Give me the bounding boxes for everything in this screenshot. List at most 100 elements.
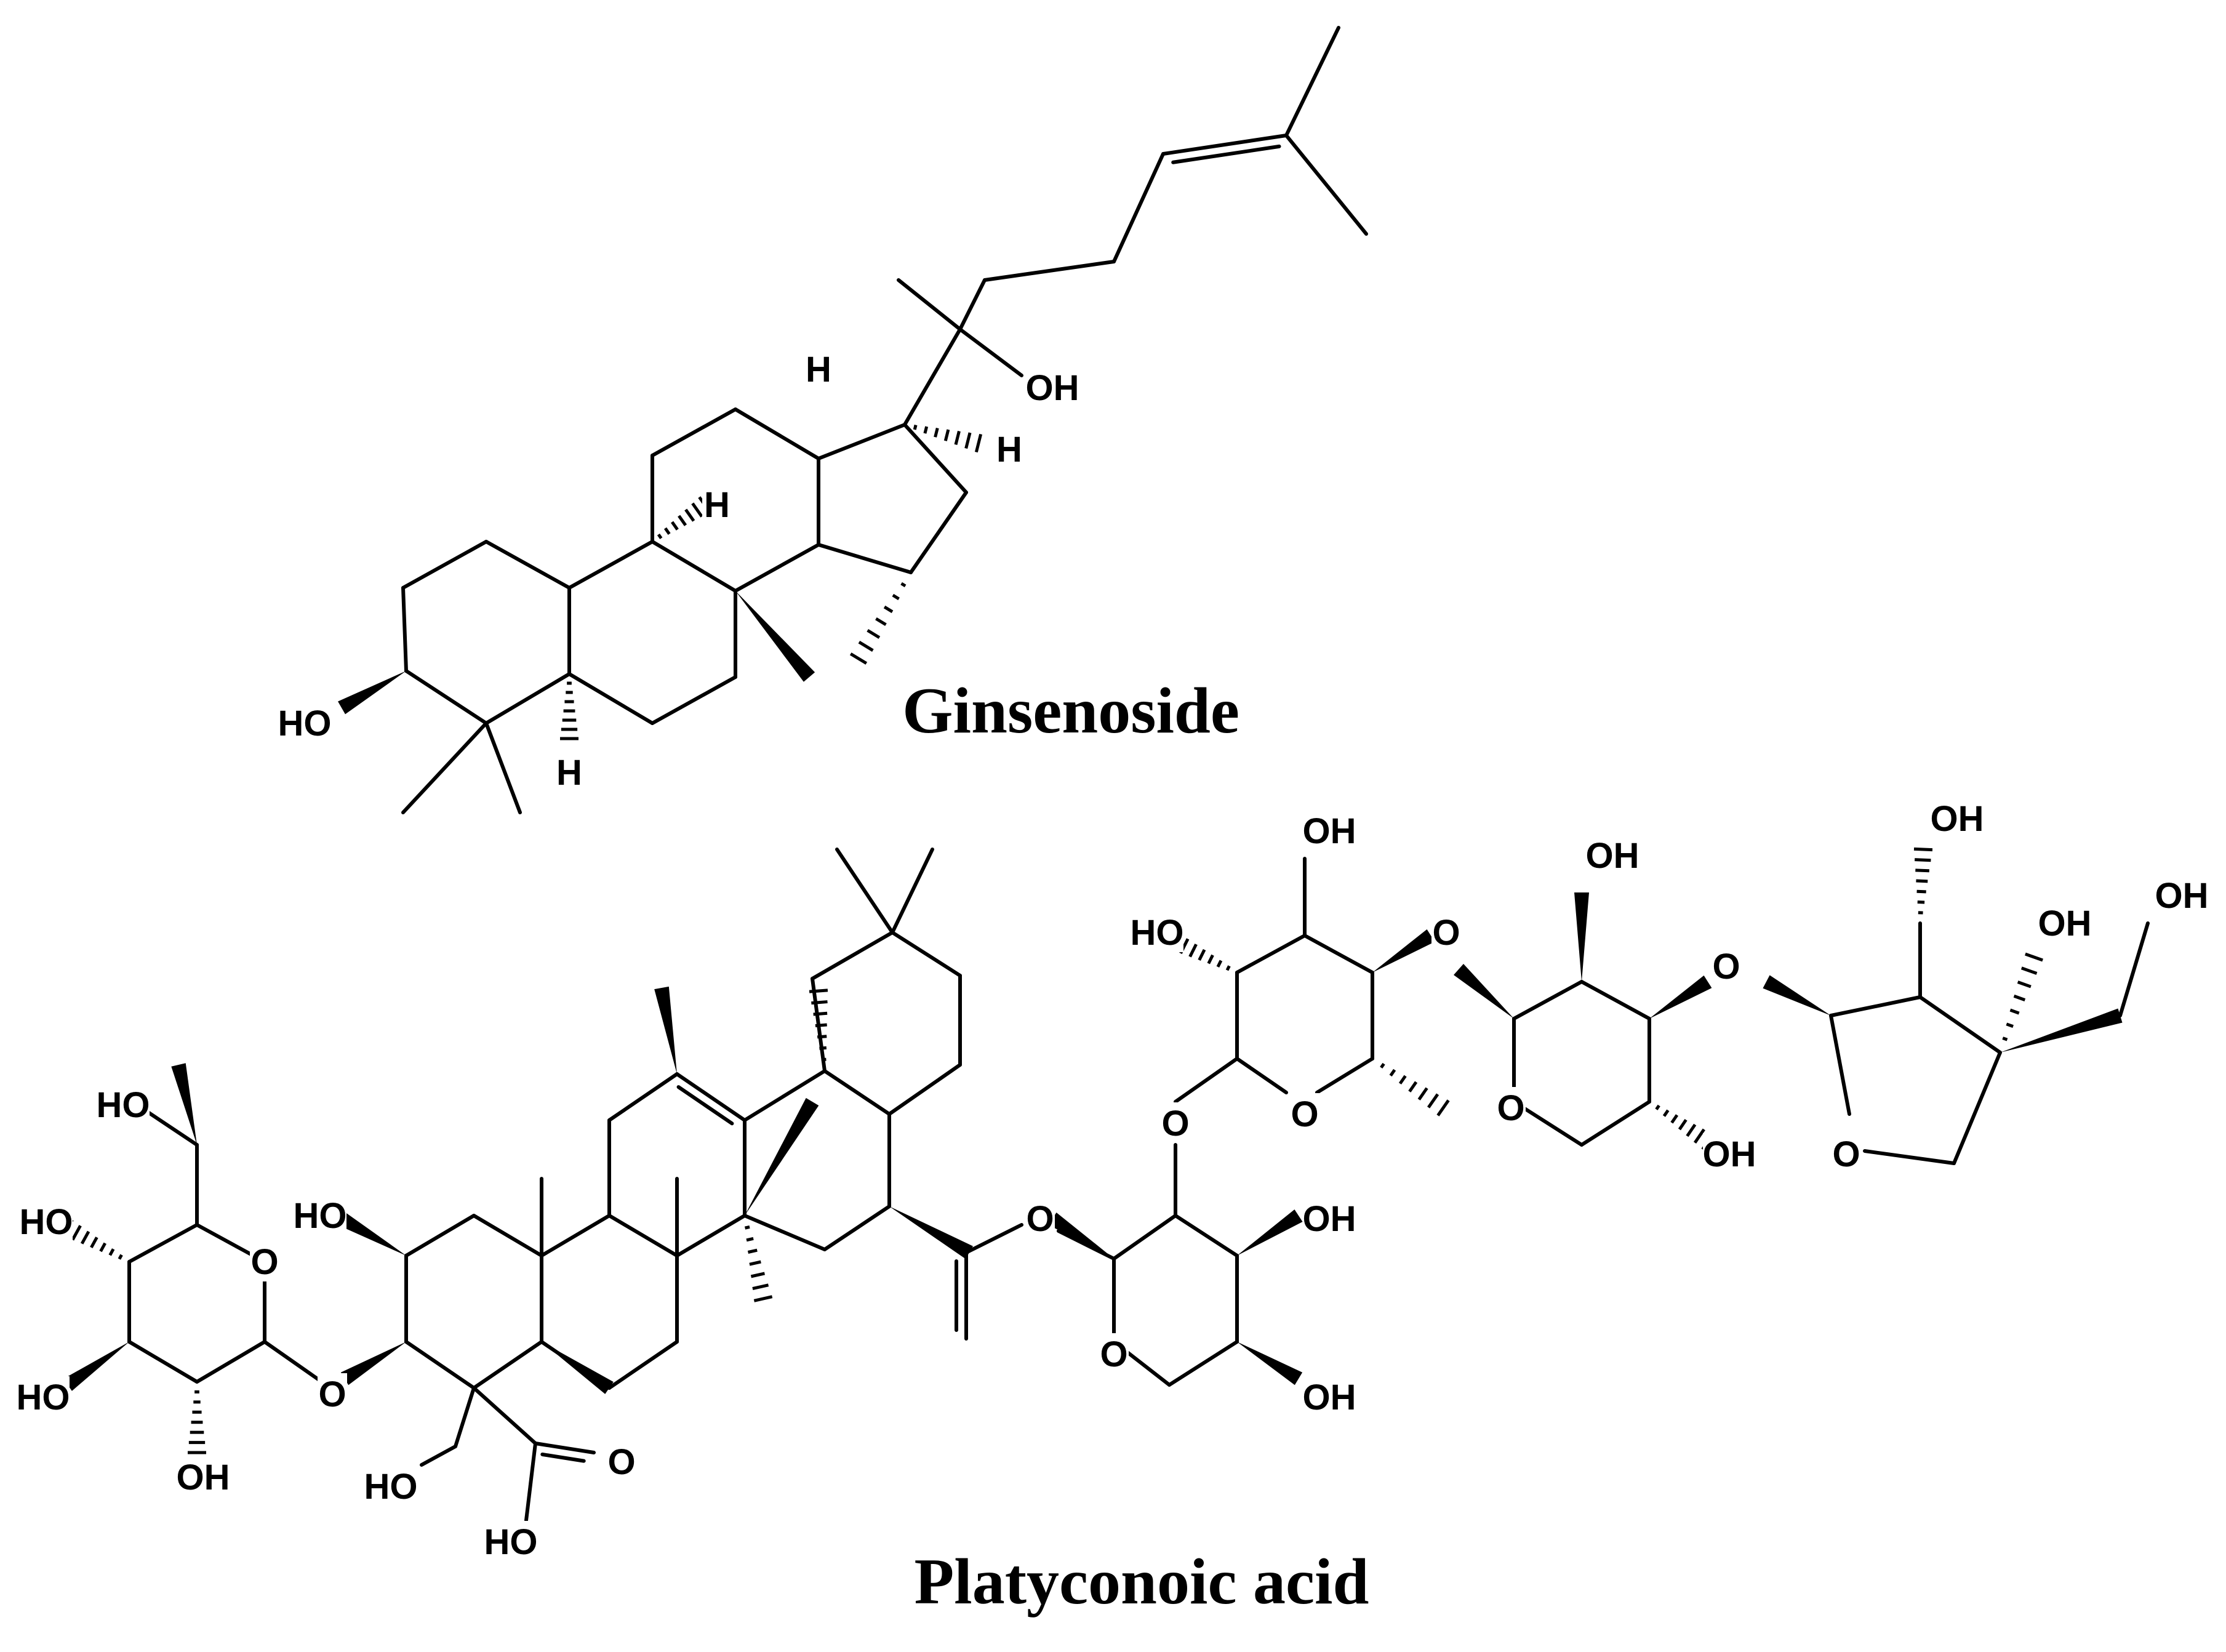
bond [1284,134,1368,236]
bond [140,1106,199,1147]
hashed-bond [2002,952,2043,1041]
wedge-bond [338,671,406,715]
hashed-bond [809,988,828,1062]
atom-label: O [607,1441,636,1482]
svg-text:H: H [806,350,831,390]
svg-text:HO: HO [20,1202,73,1242]
wedge-bond [63,1342,129,1391]
bond [1112,1214,1177,1261]
bond [903,423,968,494]
double-bond-line [540,1452,586,1463]
atom-label: HO [20,1201,73,1242]
hash-stroke [964,432,972,449]
atom-label: OH [2038,902,2092,944]
hash-stroke [1915,868,1929,873]
hash-stroke [813,1011,828,1016]
hash-stroke [80,1230,90,1245]
hash-stroke [1436,1099,1450,1117]
atom-label: OH [1026,367,1079,408]
bond [195,1340,266,1384]
bond [891,848,934,934]
bond [484,721,522,814]
hash-stroke [858,641,874,652]
hash-stroke [90,1237,98,1249]
hash-stroke [1389,1069,1396,1077]
atom-label: HO [484,1521,538,1562]
wedge-bond [735,591,815,682]
svg-text:HO: HO [278,704,332,744]
bond [1512,980,1583,1020]
atom-label: OH [1586,835,1639,876]
hash-stroke [1417,1087,1428,1101]
wedge-bond [171,1063,197,1145]
hashed-bond [1913,847,1933,915]
hash-stroke [118,1254,123,1260]
bond [958,278,987,331]
atom-label: O [250,1241,279,1282]
atom-label: O [1431,912,1461,953]
svg-text:HO: HO [364,1467,418,1507]
bond [404,1340,476,1390]
svg-text:OH: OH [1026,368,1079,408]
bond [1174,1214,1239,1257]
bond [903,327,962,427]
bond [675,1072,747,1122]
bond [1235,1057,1288,1094]
hash-stroke [1427,1093,1439,1109]
bond [983,260,1116,282]
hash-stroke [923,426,929,434]
wedge-bond [2000,1008,2123,1053]
bond [1174,1057,1239,1104]
hash-stroke [753,1295,773,1302]
hash-stroke [913,424,918,430]
hash-stroke [71,1225,82,1241]
atom-label: OH [1931,798,1984,839]
hash-stroke [1662,1109,1670,1117]
hash-stroke [1670,1114,1679,1124]
hash-stroke [1207,954,1214,964]
bond [651,407,737,457]
atom-label: HO [294,1195,347,1236]
hash-stroke [809,988,828,993]
atom-label: OH [1303,810,1356,851]
wedge-bond [340,1342,406,1385]
wedge-bond [1574,892,1589,982]
wedge-bond [338,1212,406,1256]
svg-text:OH: OH [1586,836,1639,876]
bond [2118,921,2150,1017]
wedge-bond [1454,964,1514,1019]
hash-stroke [892,593,900,601]
hash-stroke [1225,965,1231,971]
atom-label: HO [97,1084,150,1125]
svg-text:O: O [1026,1199,1054,1239]
hash-stroke [954,430,961,445]
svg-text:O: O [1497,1088,1524,1128]
platyconoic-acid-title: Platyconoic acid [915,1546,1369,1618]
hash-stroke [750,1272,765,1278]
bond [401,540,488,590]
hash-stroke [657,533,663,540]
svg-text:HO: HO [17,1377,70,1417]
atom-label: O [1712,945,1741,987]
atom-label: OH [1303,1198,1356,1239]
hash-stroke [749,1260,761,1266]
hashed-bond [188,1390,206,1454]
bond [401,586,408,673]
hashed-bond [744,1225,773,1302]
bond [1167,1340,1239,1387]
hash-stroke [1693,1128,1705,1144]
wedge-bond [889,1206,973,1259]
wedge-bond [542,1342,614,1394]
svg-text:HO: HO [484,1522,538,1562]
svg-text:OH: OH [1303,811,1356,851]
hash-stroke [747,1248,758,1254]
ginsenoside-stereo-bonds [338,424,983,740]
atom-label: HO [1131,912,1184,953]
hash-stroke [1398,1075,1407,1085]
atom-label: H [804,348,833,390]
hash-stroke [883,605,894,614]
bond [567,672,654,725]
hashed-bond [849,582,907,665]
hash-stroke [811,1000,828,1005]
bond [472,1214,543,1257]
